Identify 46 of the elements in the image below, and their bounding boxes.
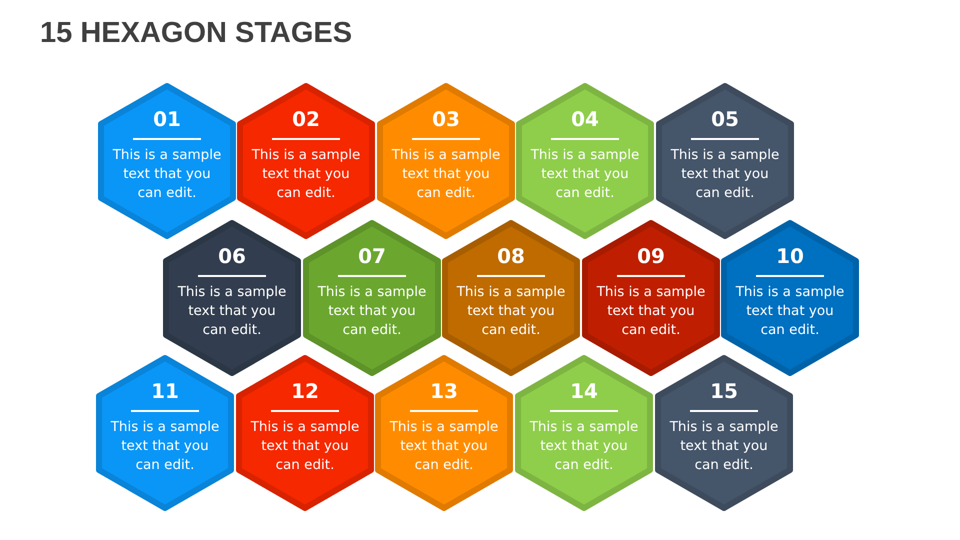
stage-description: This is a sample text that you can edit. [668, 418, 780, 475]
stage-description: This is a sample text that you can edit. [112, 146, 222, 203]
stage-description: This is a sample text that you can edit. [176, 283, 288, 340]
hexagon-stage [376, 82, 516, 240]
stage-description: This is a sample text that you can edit. [734, 283, 846, 340]
stage-number: 14 [570, 379, 598, 403]
hexagon-stage [162, 219, 302, 377]
stage-number: 06 [218, 244, 246, 268]
stage-number: 10 [776, 244, 804, 268]
hexagon-stage [95, 354, 235, 512]
stage-description: This is a sample text that you can edit. [530, 146, 640, 203]
hexagon-stage [514, 354, 654, 512]
stage-number: 13 [430, 379, 458, 403]
stage-number: 05 [711, 107, 739, 131]
stage-number: 04 [571, 107, 599, 131]
hexagon-stage [720, 219, 860, 377]
hexagon-stage [441, 219, 581, 377]
stage-description: This is a sample text that you can edit. [250, 418, 360, 475]
hexagon-stage [581, 219, 721, 377]
stage-description: This is a sample text that you can edit. [316, 283, 428, 340]
hexagon-stage [302, 219, 442, 377]
hexagon-stage [654, 354, 794, 512]
stage-number: 01 [153, 107, 181, 131]
hexagon-stage [235, 354, 375, 512]
stage-number: 12 [291, 379, 319, 403]
stage-number: 09 [637, 244, 665, 268]
stage-description: This is a sample text that you can edit. [390, 146, 502, 203]
title: 15 HEXAGON STAGES [40, 16, 352, 51]
stage-number: 02 [292, 107, 320, 131]
hexagon-stage [236, 82, 376, 240]
stage-number: 08 [497, 244, 525, 268]
stage-description: This is a sample text that you can edit. [670, 146, 780, 203]
stage-number: 11 [151, 379, 179, 403]
stage-description: This is a sample text that you can edit. [456, 283, 566, 340]
stage-number: 07 [358, 244, 386, 268]
stage-description: This is a sample text that you can edit. [388, 418, 500, 475]
stage-description: This is a sample text that you can edit. [596, 283, 706, 340]
stage-description: This is a sample text that you can edit. [528, 418, 640, 475]
stage-description: This is a sample text that you can edit. [110, 418, 220, 475]
hexagon-stage [655, 82, 795, 240]
hexagon-stage [515, 82, 655, 240]
stage-description: This is a sample text that you can edit. [250, 146, 362, 203]
stage-number: 15 [710, 379, 738, 403]
hexagon-stage [374, 354, 514, 512]
stage-number: 03 [432, 107, 460, 131]
hexagon-stage [97, 82, 237, 240]
